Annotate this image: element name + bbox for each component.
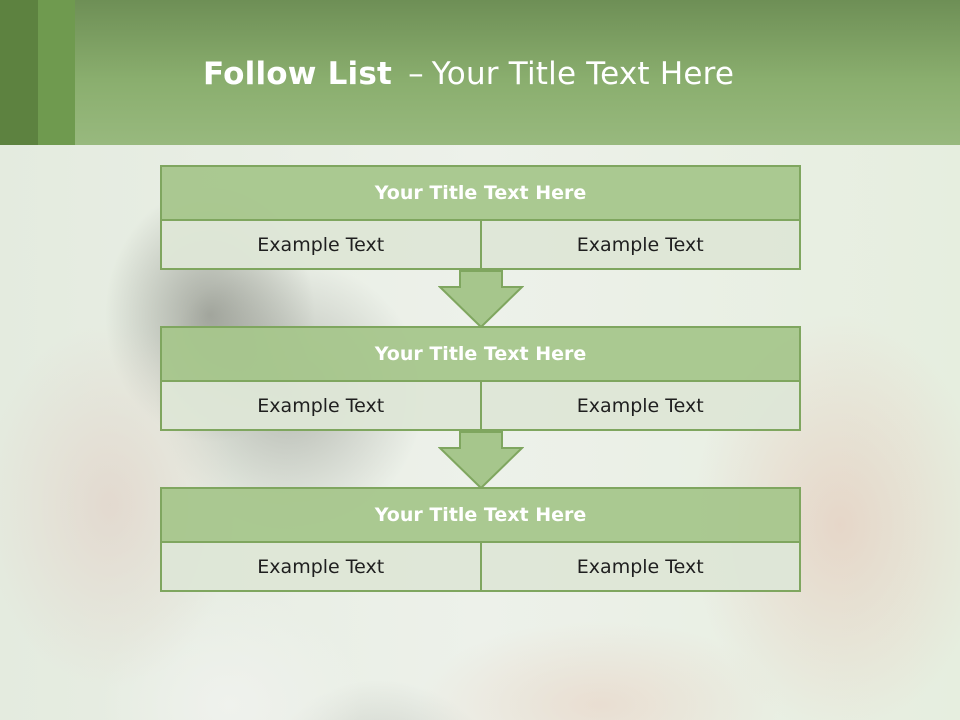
down-arrow-icon	[438, 431, 524, 489]
block-row: Example Text Example Text	[160, 221, 801, 270]
block-cell-left: Example Text	[160, 382, 482, 431]
block-cell-right: Example Text	[479, 382, 801, 431]
header-accent-stripe	[0, 0, 38, 145]
list-block-3: Your Title Text Here Example Text Exampl…	[160, 487, 801, 592]
header-bar: Follow List–Your Title Text Here	[0, 0, 960, 145]
slide-title-bold: Follow List	[203, 56, 393, 92]
block-cell-left: Example Text	[160, 543, 482, 592]
block-row: Example Text Example Text	[160, 382, 801, 431]
block-title: Your Title Text Here	[160, 487, 801, 543]
block-title: Your Title Text Here	[160, 326, 801, 382]
slide-title: Follow List–Your Title Text Here	[203, 56, 734, 92]
header-accent-stripe-light	[38, 0, 75, 145]
slide-title-separator: –	[408, 56, 424, 92]
block-title: Your Title Text Here	[160, 165, 801, 221]
list-block-1: Your Title Text Here Example Text Exampl…	[160, 165, 801, 270]
down-arrow-icon	[438, 270, 524, 328]
block-cell-left: Example Text	[160, 221, 482, 270]
slide-title-rest: Your Title Text Here	[431, 56, 735, 92]
block-cell-right: Example Text	[479, 543, 801, 592]
list-block-2: Your Title Text Here Example Text Exampl…	[160, 326, 801, 431]
block-row: Example Text Example Text	[160, 543, 801, 592]
block-cell-right: Example Text	[479, 221, 801, 270]
